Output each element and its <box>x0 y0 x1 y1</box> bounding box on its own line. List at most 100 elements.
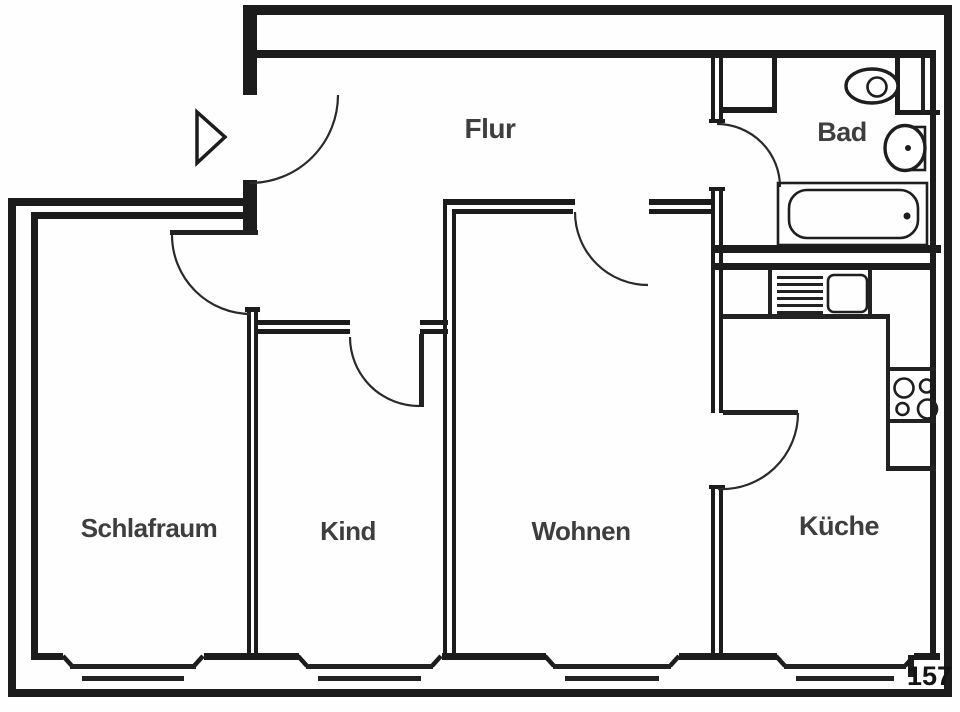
counter-strip-end <box>886 466 936 471</box>
stove-left-edge <box>768 270 772 318</box>
window-sill <box>553 664 671 669</box>
wall-step-page-box <box>908 655 914 677</box>
wohnen-door-arc <box>573 211 649 287</box>
wall-schlafraum-kind <box>247 310 251 655</box>
room-label-schlafraum: Schlafraum <box>81 513 218 543</box>
shaft-bottom-edge <box>723 107 777 113</box>
cooktop-top-edge <box>886 367 936 371</box>
window-bevel <box>543 654 556 668</box>
window-bevel <box>430 654 443 668</box>
window-sill <box>70 664 196 669</box>
window-glass <box>82 676 184 681</box>
wall-kueche-left-cap <box>709 187 725 191</box>
wall-kueche-left <box>711 187 715 413</box>
entrance-jamb-top <box>243 5 257 95</box>
bathtub-outer <box>776 181 929 247</box>
counter-right-strip-edge <box>886 314 890 470</box>
wall-kind-wohnen <box>452 209 456 655</box>
wall-bottom-outer <box>8 689 952 697</box>
wall-left-inner <box>31 213 38 657</box>
kueche-fixtures <box>723 270 939 471</box>
wall-flur-wohnen <box>649 199 713 205</box>
entrance-jamb-bottom <box>243 180 257 233</box>
window-kueche <box>774 654 915 681</box>
wall-schlafraum-top-inner <box>31 212 250 219</box>
wall-bottom-pier <box>442 653 546 660</box>
wall-bad-left <box>711 58 715 123</box>
window-sill <box>306 664 433 669</box>
niche-bottom-edge <box>895 110 940 115</box>
stove-icon <box>777 276 823 279</box>
interior-walls <box>245 58 941 657</box>
window-glass <box>318 676 421 681</box>
kind-door-leaf <box>419 334 424 407</box>
doors <box>170 122 800 491</box>
wall-bad-left-cap <box>709 119 725 123</box>
wall-bad-left <box>719 58 723 123</box>
toilet-bowl <box>866 76 888 98</box>
schlafraum-door-arc <box>170 234 252 316</box>
wall-flur-wohnen <box>452 209 573 214</box>
kueche-door-arc <box>717 412 800 491</box>
entrance-door-arc <box>249 94 340 185</box>
counter-divider <box>868 270 872 318</box>
windows <box>61 654 915 681</box>
cooktop-burner-icon <box>893 377 915 399</box>
wall-bottom-pier <box>914 653 940 660</box>
wall-schlafraum-kind <box>254 310 258 655</box>
wall-right-inner <box>930 50 936 655</box>
wall-flur-wohnen <box>443 199 575 205</box>
wall-kind-wohnen <box>443 199 447 655</box>
room-label-kind: Kind <box>320 516 376 546</box>
room-label-flur: Flur <box>465 113 516 144</box>
entrance <box>195 5 340 233</box>
wall-bottom-pier <box>31 653 63 660</box>
wall-wohnen-kueche <box>719 487 723 657</box>
cooktop-burner-icon <box>895 401 910 417</box>
wall-kind-top-stub <box>420 320 448 325</box>
cooktop-bottom-edge <box>886 419 936 423</box>
stove-icon <box>777 311 823 314</box>
stove-icon <box>777 290 823 293</box>
page-number: 157 <box>907 661 952 691</box>
counter-bottom-edge <box>723 314 890 319</box>
cooktop-burner-icon <box>916 398 939 420</box>
wall-kueche-left <box>719 187 723 413</box>
stove-icon <box>777 297 823 300</box>
window-bevel <box>903 655 915 668</box>
entrance-arrow-icon <box>195 108 228 168</box>
toilet-icon <box>844 67 900 105</box>
niche-inner-line <box>921 58 925 113</box>
wall-schlafraum-top-outer <box>8 198 247 206</box>
bad-fixtures <box>723 58 940 247</box>
window-sill <box>784 664 906 669</box>
room-label-wohnen: Wohnen <box>531 516 630 546</box>
window-glass <box>796 676 894 681</box>
cooktop-burner-icon <box>918 378 935 394</box>
wall-bottom-pier <box>679 653 777 660</box>
room-labels: Flur Bad Schlafraum Kind Wohnen Küche <box>81 113 880 546</box>
window-wohnen <box>543 654 681 681</box>
window-kind <box>296 654 443 681</box>
bathtub-icon <box>787 188 920 240</box>
stove-icon <box>777 283 823 286</box>
kind-door-arc <box>348 336 420 408</box>
wall-kind-top-stub <box>420 329 448 334</box>
wall-left-outer <box>8 198 16 697</box>
wall-flur-wohnen <box>649 209 711 214</box>
room-label-bad: Bad <box>817 117 867 147</box>
washbasin-drain <box>905 145 911 151</box>
wall-kind-top <box>255 329 350 334</box>
kueche-door-leaf <box>723 410 798 415</box>
bathtub-drain <box>903 212 911 220</box>
wall-wohnen-kueche <box>711 487 715 657</box>
room-label-kueche: Küche <box>799 511 880 541</box>
stove-icon <box>777 304 823 307</box>
wall-top-outer <box>243 5 952 15</box>
window-bevel <box>668 654 681 668</box>
shaft-right-edge <box>772 58 777 112</box>
wall-top-inner <box>257 50 936 58</box>
kitchen-sink-icon <box>826 273 869 314</box>
